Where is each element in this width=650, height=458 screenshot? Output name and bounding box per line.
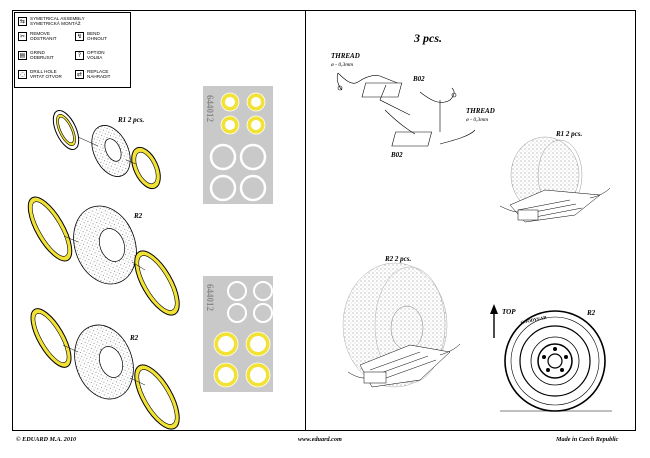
sheet-border xyxy=(12,10,636,431)
remove-icon: ✂ xyxy=(18,31,27,41)
option-icon: ? xyxy=(75,50,84,60)
part-b02-bottom: B02 xyxy=(390,151,403,159)
mask-sheet-bottom: 644012 xyxy=(203,276,273,392)
mask-code-top: 644012 xyxy=(205,95,215,123)
legend-item-remove: ✂ REMOVE ODSTRANIT xyxy=(18,31,57,41)
tire-brand-text: GOODYEAR xyxy=(520,315,548,326)
r1-fitted-label: R1 2 pcs. xyxy=(555,130,583,138)
r2-label-top: R2 xyxy=(133,212,143,220)
drill-icon: ◌ xyxy=(18,69,27,79)
mask-code-bottom: 644012 xyxy=(205,284,215,312)
website-link[interactable]: www.eduard.com xyxy=(298,436,342,443)
r1-label: R1 2 pcs. xyxy=(117,116,145,124)
qty-title: 3 pcs. xyxy=(413,31,442,45)
r2-tire-view: GOODYEAR xyxy=(500,310,612,412)
legend-label: REPLACE NAHRADIT xyxy=(87,69,111,79)
legend-label: SYMETRICAL ASSEMBLY SYMETRICKÁ MONTÁŽ xyxy=(30,16,85,26)
legend-label: REMOVE ODSTRANIT xyxy=(30,31,57,41)
legend-label: DRILL HOLE VRTAT OTVOR xyxy=(30,69,62,79)
r1-mask-ring-outer xyxy=(52,110,80,150)
legend-item-drill: ◌ DRILL HOLE VRTAT OTVOR xyxy=(18,69,62,79)
legend-label: BEND OHNOUT xyxy=(87,31,107,41)
r2-tire-label: R2 xyxy=(586,309,596,317)
legend-item-grind: ▤ GRIND ODBRUSIT xyxy=(18,50,54,60)
r2-label-bottom: R2 xyxy=(129,334,139,342)
r1-assembly xyxy=(52,110,161,190)
grind-icon: ▤ xyxy=(18,50,27,60)
r2-assembly-top xyxy=(27,196,180,316)
thread-dim-1: ø - 0,3mm xyxy=(330,62,353,68)
mask-sheet-top: 644012 xyxy=(203,86,273,204)
thread-label-1: THREAD xyxy=(331,52,360,60)
r2-assembly-bottom xyxy=(30,308,180,430)
panel-divider xyxy=(305,10,306,431)
tiedown-detail xyxy=(336,72,476,147)
symbol-legend: ⇆ SYMETRICAL ASSEMBLY SYMETRICKÁ MONTÁŽ … xyxy=(14,12,131,88)
thread-label-2: THREAD xyxy=(466,107,495,115)
copyright-text: © EDUARD M.A. 2010 xyxy=(16,436,77,443)
legend-item-symmetry: ⇆ SYMETRICAL ASSEMBLY SYMETRICKÁ MONTÁŽ xyxy=(18,16,85,26)
legend-label: OPTION VOLBA xyxy=(87,50,105,60)
top-label: TOP xyxy=(502,308,516,316)
r1-fitted-wheel xyxy=(499,136,611,223)
symmetry-icon: ⇆ xyxy=(18,16,27,26)
legend-item-bend: ↯ BEND OHNOUT xyxy=(75,31,107,41)
thread-dim-2: ø - 0,3mm xyxy=(465,117,488,123)
r2-fitted-wheel xyxy=(342,262,461,388)
replace-icon: ⇄ xyxy=(75,69,84,79)
legend-item-option: ? OPTION VOLBA xyxy=(75,50,105,60)
origin-text: Made in Czech Republic xyxy=(556,436,619,443)
part-b02-top: B02 xyxy=(412,75,425,83)
legend-label: GRIND ODBRUSIT xyxy=(30,50,54,60)
bend-icon: ↯ xyxy=(75,31,84,41)
top-arrow-icon xyxy=(490,304,498,338)
r2-fitted-label: R2 2 pcs. xyxy=(384,255,412,263)
legend-item-replace: ⇄ REPLACE NAHRADIT xyxy=(75,69,110,79)
